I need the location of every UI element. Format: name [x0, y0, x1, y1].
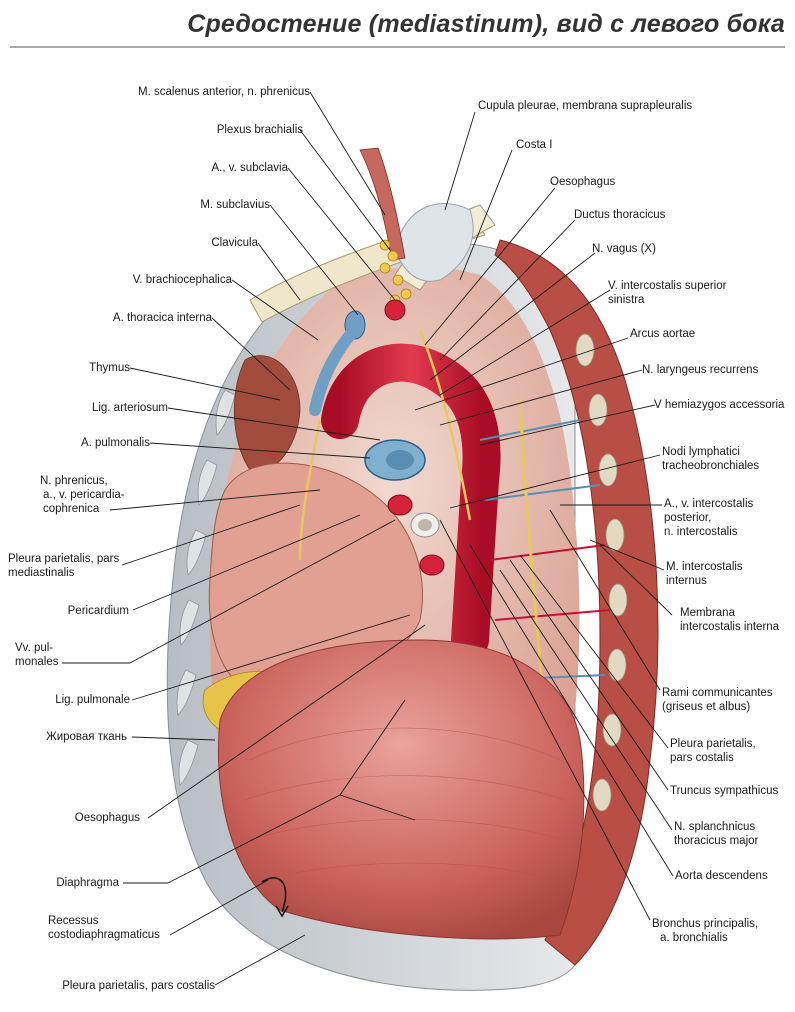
- label-ductus-thoracicus: Ductus thoracicus: [574, 209, 666, 221]
- diaphragm: [217, 639, 585, 940]
- label-v-hemiazygos: V hemiazygos accessoria: [654, 399, 785, 411]
- label-oesophagus-right: Oesophagus: [550, 176, 616, 188]
- label-pleura-mediastinalis: Pleura parietalis, pars mediastinalis: [8, 553, 120, 579]
- title-rule: [10, 46, 785, 48]
- sympathetic-trunk: [518, 399, 547, 721]
- title-rest: ), вид с левого бока: [533, 10, 785, 38]
- label-m-intercostalis: M. intercostalis internus: [666, 561, 743, 587]
- leader-lines: [62, 91, 674, 986]
- phrenic-nerve: [298, 419, 322, 561]
- label-thoracica-interna: A. thoracica interna: [112, 312, 212, 324]
- label-n-vagus: N. vagus (X): [592, 243, 656, 255]
- label-plexus: Plexus brachialis: [216, 124, 303, 136]
- label-clavicula: Clavicula: [211, 237, 258, 249]
- label-scalenus: M. scalenus anterior, n. phrenicus: [138, 86, 310, 98]
- label-costa-i: Costa I: [516, 139, 553, 151]
- label-a-v-intercostalis: A., v. intercostalis posterior, n. inter…: [664, 498, 754, 538]
- label-lig-pulmonale: Lig. pulmonale: [55, 694, 130, 706]
- subclavian-artery: [384, 299, 406, 321]
- posterior-ribs: [575, 333, 628, 812]
- label-pleura-costalis-bottom: Pleura parietalis, pars costalis: [62, 980, 215, 992]
- title-latin: mediastinum: [377, 10, 534, 38]
- label-aorta-descendens: Aorta descendens: [675, 870, 768, 882]
- label-oesophagus-left: Oesophagus: [74, 812, 140, 824]
- label-subclavia: A., v. subclavia: [211, 162, 289, 174]
- label-fat-tissue: Жировая ткань: [46, 731, 127, 743]
- label-thymus: Thymus: [89, 362, 130, 374]
- label-truncus-sympathicus: Truncus sympathicus: [670, 785, 779, 797]
- recessus-arrow: [261, 877, 287, 913]
- aortic-arch: [321, 343, 501, 659]
- pulmonary-artery-lumen: [386, 450, 414, 470]
- page-title: Средостение (mediastinum), вид с левого …: [187, 10, 785, 39]
- diaphragm-fibers: [244, 727, 566, 881]
- label-pericardium: Pericardium: [67, 605, 129, 617]
- label-brachiocephalica: V. brachiocephalica: [132, 274, 232, 286]
- label-vv-pulmonales: Vv. pul- monales: [15, 642, 59, 668]
- label-n-laryngeus: N. laryngeus recurrens: [642, 364, 759, 376]
- label-arcus-aortae: Arcus aortae: [630, 328, 696, 340]
- label-nodi-lymphatici: Nodi lymphatici tracheobronchiales: [662, 446, 760, 472]
- label-n-phrenicus: N. phrenicus, a., v. pericardia- cophren…: [40, 475, 125, 515]
- vagus-nerve: [418, 329, 472, 521]
- label-recessus: Recessus costodiaphragmaticus: [48, 915, 160, 941]
- label-subclavius: M. subclavius: [200, 199, 270, 211]
- label-bronchus-principalis: Bronchus principalis, a. bronchialis: [652, 918, 759, 944]
- scalenus-muscle: [359, 147, 406, 261]
- label-lig-arteriosum: Lig. arteriosum: [91, 402, 168, 414]
- label-v-intercostalis-superior: V. intercostalis superior sinistra: [608, 280, 727, 306]
- title-main: Средостение (: [187, 10, 378, 38]
- label-rami-communicantes: Rami communicantes (griseus et albus): [662, 687, 773, 713]
- label-membrana-intercostalis: Membrana intercostalis interna: [680, 607, 780, 633]
- label-diaphragma: Diaphragma: [56, 877, 119, 889]
- label-cupula: Cupula pleurae, membrana suprapleuralis: [478, 100, 693, 112]
- brachiocephalic-vein: [309, 329, 356, 416]
- label-n-splanchnicus: N. splanchnicus thoracicus major: [674, 821, 759, 847]
- pulmonary-vein-upper: [387, 494, 413, 516]
- label-a-pulmonalis: A. pulmonalis: [80, 437, 150, 449]
- label-pleura-costalis-right: Pleura parietalis, pars costalis: [670, 738, 756, 764]
- pulmonary-vein-lower: [419, 554, 445, 576]
- posterior-chest-wall: [494, 239, 659, 966]
- cupula-pleurae: [394, 203, 474, 282]
